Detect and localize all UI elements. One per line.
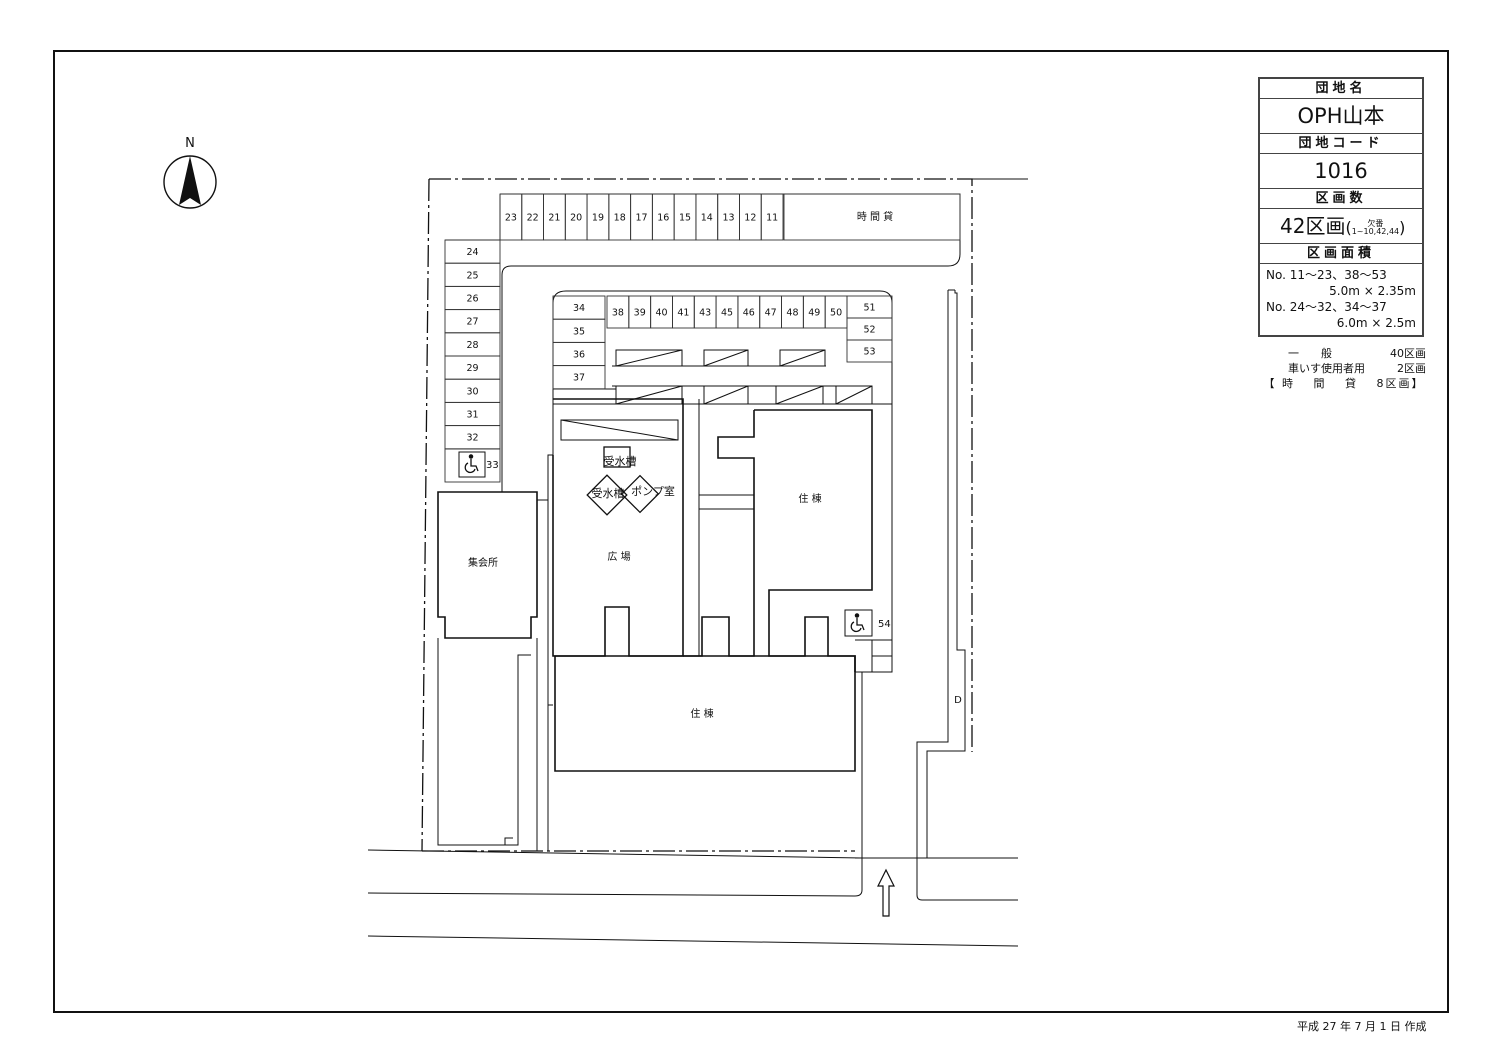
plot-area-header: 区画面積 <box>1260 244 1422 264</box>
wheelchair-label: 車いす使用者用 <box>1288 362 1365 375</box>
parking-stall-label: 24 <box>466 247 478 258</box>
general-count: 40区画 <box>1390 347 1426 360</box>
parking-stall-label: 25 <box>466 270 478 281</box>
parking-stall-label: 13 <box>723 213 735 224</box>
water-tank-label-2: 受水槽 <box>592 487 625 500</box>
residence-building-upper <box>754 409 873 672</box>
wheelchair-count: 2区画 <box>1397 362 1426 375</box>
parking-stall-label: 45 <box>721 308 733 319</box>
compass-label: N <box>185 136 195 151</box>
parking-stall-box <box>552 365 606 390</box>
danchi-code-header: 団地コード <box>1260 134 1422 154</box>
area-line-4: 6.0m × 2.5m <box>1336 316 1416 330</box>
parking-stall-label: 48 <box>786 308 798 319</box>
parking-stall-box <box>444 448 501 483</box>
danchi-name: OPH山本 <box>1260 99 1422 134</box>
parking-stall-label: 51 <box>863 303 875 314</box>
area-line-2: 5.0m × 2.35m <box>1329 284 1416 298</box>
entrance-arrow-icon <box>877 868 895 917</box>
parking-stall-label: 50 <box>830 308 842 319</box>
plot-area-details: No. 11～23、38～53 5.0m × 2.35m No. 24～32、3… <box>1260 264 1422 335</box>
parking-stall-label: 12 <box>744 213 756 224</box>
parking-stall-label: 29 <box>466 363 478 374</box>
parking-stall-label: 31 <box>466 410 478 421</box>
wheelchair-stall-54: 54 <box>844 609 891 637</box>
parking-stall-label: 43 <box>699 308 711 319</box>
parking-stalls <box>444 193 961 483</box>
hourly-rental-label: 時 間 貸 <box>857 210 893 223</box>
parking-stall-label: 35 <box>573 326 585 337</box>
created-date: 平成 27 年 7 月 1 日 作成 <box>1297 1020 1427 1033</box>
road <box>367 849 1019 947</box>
pump-room <box>620 474 660 514</box>
parking-stall-label: 39 <box>634 308 646 319</box>
parking-stall-label: 47 <box>765 308 777 319</box>
parking-stall-label: 37 <box>573 373 585 384</box>
parking-stall-label: 14 <box>701 213 713 224</box>
area-line-1: No. 11～23、38～53 <box>1266 268 1387 282</box>
wheelchair-icon <box>850 613 865 633</box>
stall-label: 54 <box>878 619 891 630</box>
plaza-label: 広 場 <box>607 550 630 563</box>
parking-stall-label: 23 <box>505 213 517 224</box>
plot-count-value: 42区画 <box>1280 214 1346 238</box>
plot-tally: 一 般 40区画 車いす使用者用 2区画 【 時 間 貸 8区画】 <box>1262 346 1427 391</box>
parking-stall-label: 52 <box>863 325 875 336</box>
plot-count-header: 区画数 <box>1260 189 1422 209</box>
parking-stall-label: 17 <box>635 213 647 224</box>
parking-stall-label: 18 <box>614 213 626 224</box>
parking-stall-label: 38 <box>612 308 624 319</box>
hourly-count: 【 時 間 貸 8区画】 <box>1263 377 1425 390</box>
parking-stall-label: 36 <box>573 350 585 361</box>
parking-stall-label: 20 <box>570 213 582 224</box>
danchi-code: 1016 <box>1260 154 1422 189</box>
parking-stall-label: 26 <box>466 294 478 305</box>
parking-stall-label: 15 <box>679 213 691 224</box>
parking-stall-box <box>846 339 893 363</box>
parking-stall-label: 22 <box>527 213 539 224</box>
site-boundary <box>421 178 973 852</box>
parking-stall-label: 40 <box>655 308 667 319</box>
parking-stall-label: 19 <box>592 213 604 224</box>
east-fence <box>855 290 966 859</box>
driveway-edge <box>500 193 961 673</box>
wheelchair-stall-33: 33 <box>458 451 499 478</box>
general-label: 一 般 <box>1288 347 1332 360</box>
parking-stall-label: 16 <box>657 213 669 224</box>
parking-stall-label: 46 <box>743 308 755 319</box>
d-mark: D <box>954 695 962 706</box>
parking-stall-label: 32 <box>466 433 478 444</box>
pump-room-label: ポンプ室 <box>631 484 675 498</box>
parking-stall-label: 28 <box>466 340 478 351</box>
parking-stall-label: 34 <box>573 303 585 314</box>
residence-building-lower <box>554 655 856 772</box>
area-line-3: No. 24～32、34～37 <box>1266 300 1387 314</box>
meeting-hall-label: 集会所 <box>468 556 498 569</box>
parking-stall-label: 11 <box>766 213 778 224</box>
parking-stall-label: 49 <box>808 308 820 319</box>
parking-stall-label: 30 <box>466 386 478 397</box>
water-tank-upper <box>603 446 631 468</box>
residence-label-lower: 住 棟 <box>690 707 713 720</box>
parking-stall-box <box>760 193 784 241</box>
water-tank-label-1: 受水槽 <box>604 455 637 468</box>
car-stop-blocks <box>560 349 873 441</box>
danchi-name-header: 団地名 <box>1260 79 1422 99</box>
north-arrow-icon: N <box>163 136 217 209</box>
water-tank-lower <box>586 474 628 516</box>
hourly-rental-area <box>783 193 961 241</box>
parking-stall-label: 21 <box>548 213 560 224</box>
meeting-hall <box>437 491 538 639</box>
stall-label: 33 <box>486 460 499 471</box>
parking-stall-label: 53 <box>863 347 875 358</box>
parking-stall-label: 41 <box>677 308 689 319</box>
parking-stall-label: 27 <box>466 317 478 328</box>
wheelchair-icon <box>464 454 479 474</box>
residence-label-upper: 住 棟 <box>798 492 821 505</box>
